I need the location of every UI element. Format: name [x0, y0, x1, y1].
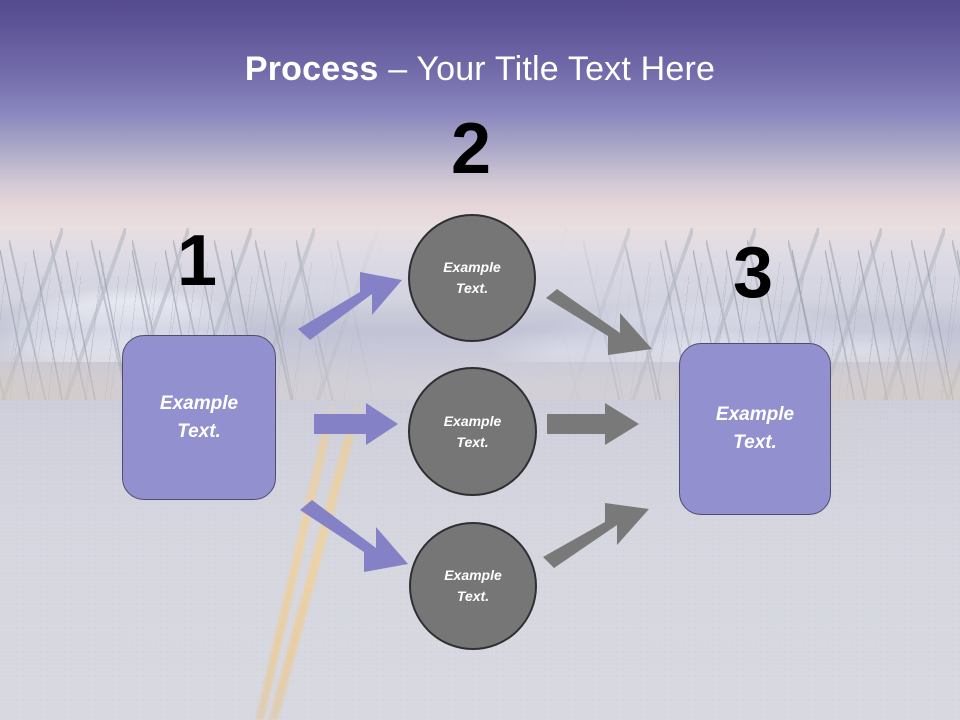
- arrow-start-to-bottom: [300, 500, 408, 572]
- process-circle-top[interactable]: Example Text.: [408, 214, 536, 342]
- process-circle-top-line2: Text.: [455, 280, 489, 296]
- process-circle-middle-line2: Text.: [456, 433, 489, 450]
- slide-title-remainder: – Your Title Text Here: [378, 50, 716, 88]
- step-number-3: 3: [732, 233, 774, 313]
- process-box-end-line2: Text.: [733, 432, 777, 453]
- step-number-1: 1: [176, 221, 218, 301]
- process-circle-middle-text: Example Text.: [444, 411, 502, 453]
- process-box-start[interactable]: Example Text.: [122, 335, 276, 500]
- process-circle-top-line1: Example: [443, 259, 501, 275]
- process-box-start-text: Example Text.: [160, 390, 238, 446]
- process-circle-middle[interactable]: Example Text.: [408, 367, 537, 496]
- slide-title: Process – Your Title Text Here: [0, 46, 960, 92]
- arrow-middle-to-end: [547, 403, 639, 445]
- arrow-top-to-end: [546, 289, 652, 355]
- arrow-bottom-to-end: [543, 503, 649, 568]
- process-box-start-line2: Text.: [177, 420, 221, 442]
- arrow-start-to-top: [298, 272, 402, 340]
- arrow-start-to-middle: [314, 403, 398, 445]
- process-circle-bottom-line1: Example: [444, 567, 502, 583]
- slide-title-emphasis: Process: [244, 50, 379, 88]
- step-number-2: 2: [450, 109, 492, 189]
- process-box-start-line1: Example: [159, 392, 239, 414]
- process-box-end-text: Example Text.: [716, 401, 794, 457]
- process-circle-top-text: Example Text.: [443, 257, 501, 299]
- process-box-end[interactable]: Example Text.: [679, 343, 831, 515]
- process-box-end-line1: Example: [715, 404, 795, 425]
- process-circle-bottom-text: Example Text.: [444, 565, 502, 607]
- process-circle-bottom[interactable]: Example Text.: [409, 522, 537, 650]
- process-circle-middle-line1: Example: [443, 412, 502, 429]
- process-circle-bottom-line2: Text.: [456, 588, 490, 604]
